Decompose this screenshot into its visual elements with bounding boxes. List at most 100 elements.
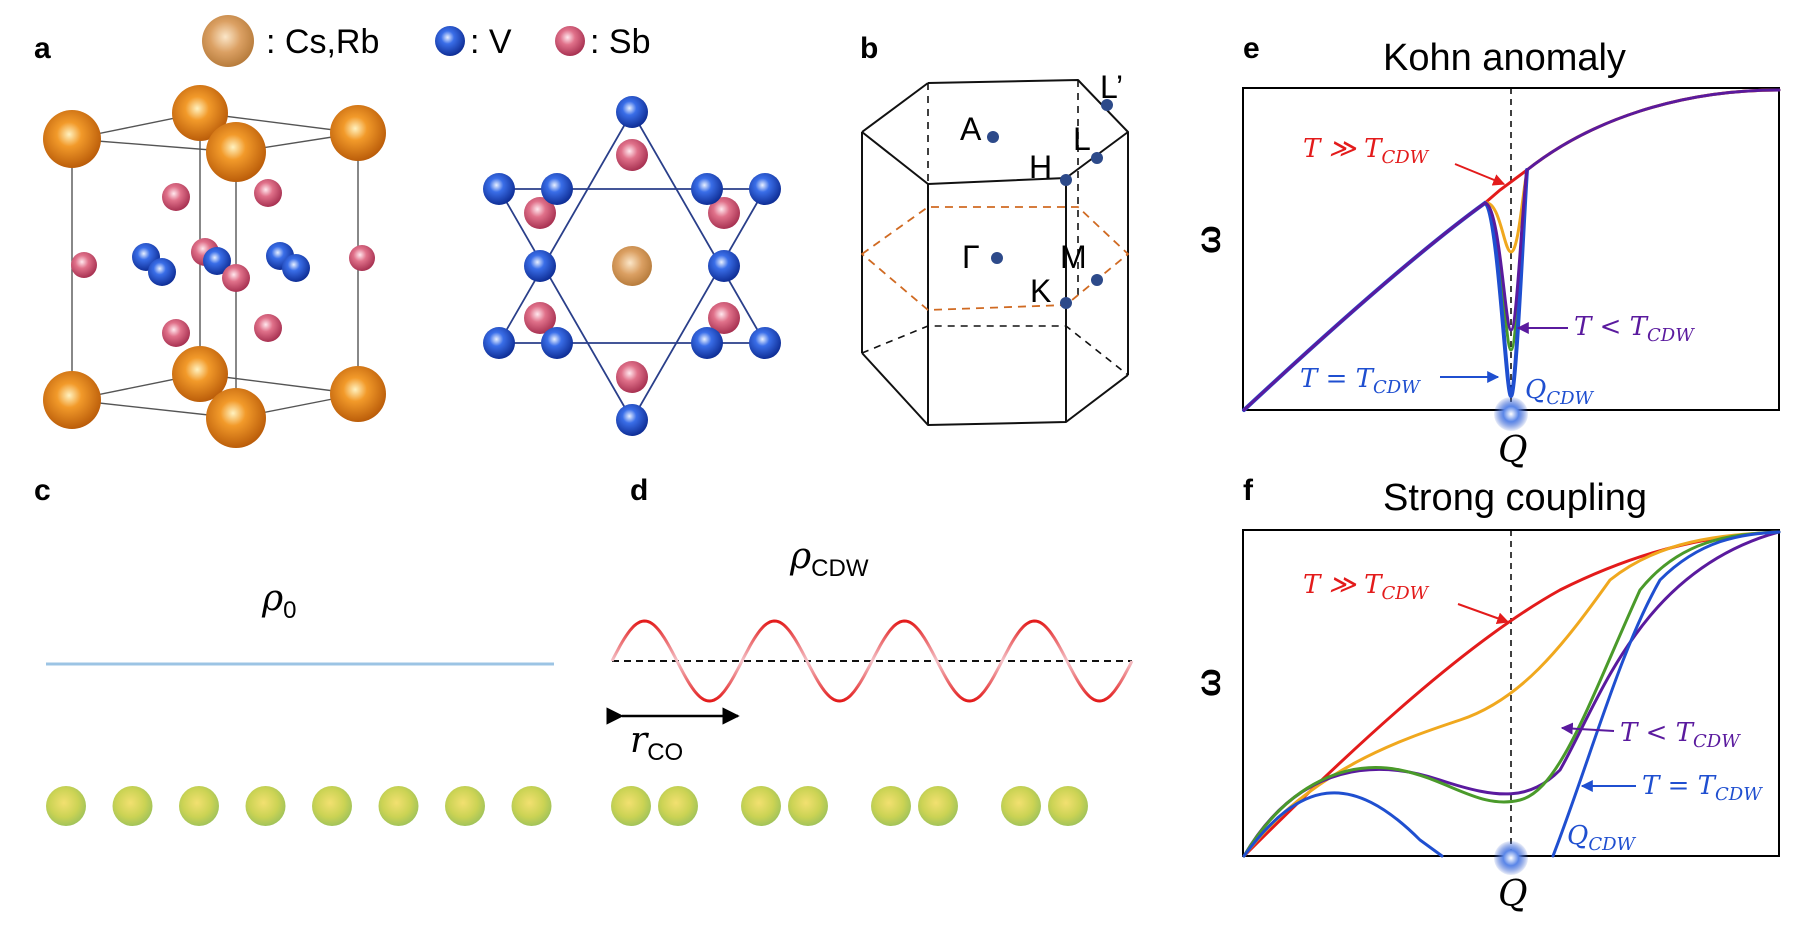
dimerized-atom-chain <box>611 786 1088 826</box>
sb-atom <box>708 197 740 229</box>
point-k <box>1060 297 1072 309</box>
panel-label-f: f <box>1243 474 1254 507</box>
point-gamma <box>991 252 1003 264</box>
v-atom <box>541 173 573 205</box>
point-h <box>1060 174 1072 186</box>
sb-atom <box>254 179 282 207</box>
v-atom <box>483 173 515 205</box>
uniform-atom <box>378 786 419 826</box>
brillouin-zone: A H L L’ Γ M K <box>861 69 1129 426</box>
uniform-atom <box>46 786 86 826</box>
legend-v-sphere <box>435 26 465 56</box>
panel-label-a: a <box>34 32 51 65</box>
cdw-density-wave <box>610 619 1134 703</box>
v-atom <box>282 254 310 282</box>
sb-atom <box>162 319 190 347</box>
v-atom <box>691 327 723 359</box>
panel-e-title: Kohn anomaly <box>1383 37 1626 79</box>
v-atom <box>148 258 176 286</box>
dimerized-atom <box>1048 786 1088 826</box>
dispersion-curve-4 <box>1242 88 1781 412</box>
sb-atom <box>162 183 190 211</box>
panel-f-strong-coupling: Strong coupling ω Q T ≫ TCDW T < TCDW T … <box>1190 477 1781 915</box>
cs-rb-atom <box>172 346 228 402</box>
v-atom <box>749 173 781 205</box>
sb-atom <box>222 264 250 292</box>
dimerized-atom <box>611 786 651 826</box>
dimerized-atom <box>871 786 911 826</box>
panel-label-b: b <box>860 32 878 65</box>
panel-f-arrow-high <box>1457 603 1510 624</box>
legend-v-label: : V <box>470 23 512 61</box>
dispersion-curve-3 <box>1242 530 1781 858</box>
panel-label-e: e <box>1243 32 1260 65</box>
uniform-atom <box>245 786 286 826</box>
v-atom <box>203 247 231 275</box>
point-l-prime <box>1101 99 1113 111</box>
label-k: K <box>1030 273 1051 309</box>
sb-atom <box>616 361 648 393</box>
dimerized-atom <box>658 786 698 826</box>
cs-rb-atom <box>43 371 101 429</box>
v-atom <box>749 327 781 359</box>
legend-sb-label: : Sb <box>590 23 650 61</box>
sb-atom <box>254 314 282 342</box>
legend-cs-rb-label: : Cs,Rb <box>266 23 379 61</box>
panel-e-ann-eq: T = TCDW <box>1300 364 1421 398</box>
v-atom <box>483 327 515 359</box>
panel-f-ann-eq: T = TCDW <box>1642 771 1763 805</box>
panel-f-ann-q: QCDW <box>1567 821 1637 855</box>
legend-cs-rb-sphere <box>202 15 254 67</box>
cs-rb-atom <box>330 366 386 422</box>
panel-e-kohn-anomaly: Kohn anomaly ω Q T ≫ TCDW T < TCDW T = T… <box>1190 37 1781 471</box>
v-atom <box>616 96 648 128</box>
cs-rb-atom <box>172 85 228 141</box>
sb-atom <box>708 302 740 334</box>
panel-e-ann-lt: T < TCDW <box>1574 312 1695 346</box>
v-atom <box>541 327 573 359</box>
sb-atom <box>524 302 556 334</box>
sb-atom <box>524 197 556 229</box>
panel-label-c: c <box>34 474 51 507</box>
panel-e-ann-q: QCDW <box>1525 375 1595 409</box>
panel-e-ann-high: T ≫ TCDW <box>1303 134 1430 168</box>
panel-f-ann-lt: T < TCDW <box>1620 718 1741 752</box>
point-a <box>987 131 999 143</box>
panel-label-d: d <box>630 474 648 507</box>
panel-e-ylabel: ω <box>1190 225 1228 254</box>
panel-f-ann-high: T ≫ TCDW <box>1303 570 1430 604</box>
label-l-prime: L’ <box>1100 69 1123 105</box>
legend: : Cs,Rb : V : Sb <box>202 15 650 67</box>
dispersion-curve-1 <box>1242 530 1781 858</box>
v-atom <box>708 250 740 282</box>
label-l: L <box>1073 121 1091 157</box>
panel-f-ylabel: ω <box>1190 668 1228 697</box>
uniform-atom <box>312 786 352 826</box>
label-m: M <box>1060 239 1087 275</box>
cs-rb-atom <box>206 122 266 182</box>
cs-rb-atom <box>206 388 266 448</box>
point-l <box>1091 152 1103 164</box>
legend-sb-sphere <box>555 26 585 56</box>
rho0-label: ρ0 <box>261 578 297 624</box>
dispersion-curve-2 <box>1242 530 1781 858</box>
sb-atom <box>616 139 648 171</box>
dimerized-atom <box>918 786 958 826</box>
rho-cdw-label: ρCDW <box>789 536 869 582</box>
panel-f-title: Strong coupling <box>1383 477 1647 519</box>
dimerized-atom <box>1001 786 1041 826</box>
dispersion-curve-4 <box>1242 530 1781 858</box>
uniform-atom-chain <box>46 786 552 826</box>
unit-cell-3d <box>43 85 386 448</box>
panel-f-xlabel: Q <box>1498 874 1528 915</box>
cs-rb-atom <box>330 105 386 161</box>
panel-e-xlabel: Q <box>1498 430 1528 471</box>
dimerized-atom <box>788 786 828 826</box>
uniform-atom <box>179 786 219 826</box>
label-gamma: Γ <box>962 239 980 275</box>
panel-c: ρ0 <box>46 578 554 826</box>
v-atom <box>691 173 723 205</box>
dimerized-atom <box>741 786 781 826</box>
cs-rb-atom-center <box>612 246 652 286</box>
